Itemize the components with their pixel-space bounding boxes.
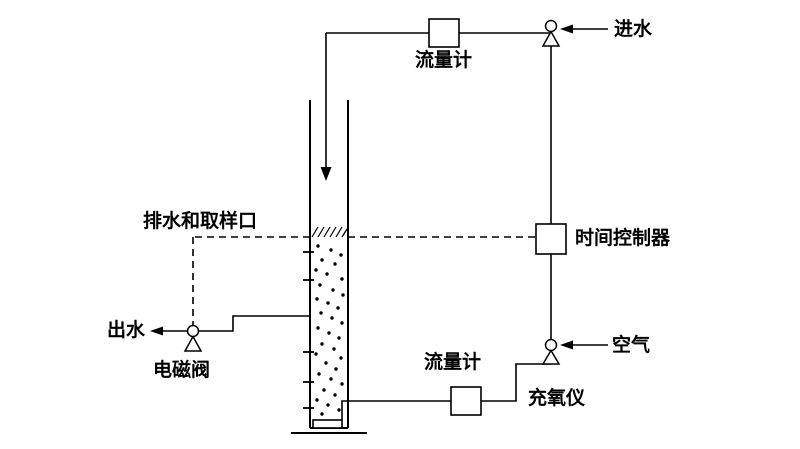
air-pipe-valve-to-meter — [481, 363, 551, 402]
reactor-column — [291, 100, 367, 434]
air-arrow — [560, 340, 608, 350]
label-time-controller: 时间控制器 — [575, 228, 671, 249]
outlet-pipe-run — [199, 315, 310, 332]
flow-meter-bottom-symbol — [450, 386, 482, 416]
label-oxygenator: 充氧仪 — [528, 388, 586, 409]
sampling-port-ticks — [303, 251, 314, 409]
inlet-arrow — [560, 24, 608, 34]
air-pipe-meter-to-column — [341, 400, 451, 420]
signal-dashed-lines — [192, 236, 536, 325]
air-arrowhead-icon — [560, 340, 573, 350]
outlet-pipe — [162, 315, 310, 332]
solenoid-valve-cone — [183, 334, 203, 352]
air-valve-symbol — [541, 338, 561, 365]
flow-meter-top-symbol — [428, 18, 460, 48]
inlet-arrowhead-icon — [560, 24, 573, 34]
air-pipe — [341, 363, 551, 420]
water-surface-hatch — [311, 226, 348, 238]
diffuser — [312, 419, 343, 429]
label-flow-meter-bottom: 流量计 — [424, 352, 482, 373]
label-air: 空气 — [612, 335, 651, 356]
label-flow-meter-top: 流量计 — [415, 50, 473, 71]
air-valve-head — [544, 338, 558, 352]
air-bubbles — [314, 244, 345, 416]
air-valve-cone — [541, 349, 561, 365]
label-drain-sampling: 排水和取样口 — [143, 211, 258, 232]
inlet-valve-symbol — [541, 19, 561, 47]
outlet-arrowhead-icon — [150, 326, 163, 336]
time-controller-symbol — [535, 223, 567, 255]
inlet-valve-head — [544, 19, 558, 33]
inlet-valve-cone — [541, 29, 561, 47]
label-inlet-water: 进水 — [614, 19, 653, 40]
solenoid-valve-symbol — [183, 324, 203, 352]
label-solenoid-valve: 电磁阀 — [153, 360, 211, 381]
label-outlet-water: 出水 — [107, 320, 146, 341]
down-arrowhead-icon — [320, 167, 332, 181]
solenoid-valve-head — [186, 324, 200, 338]
